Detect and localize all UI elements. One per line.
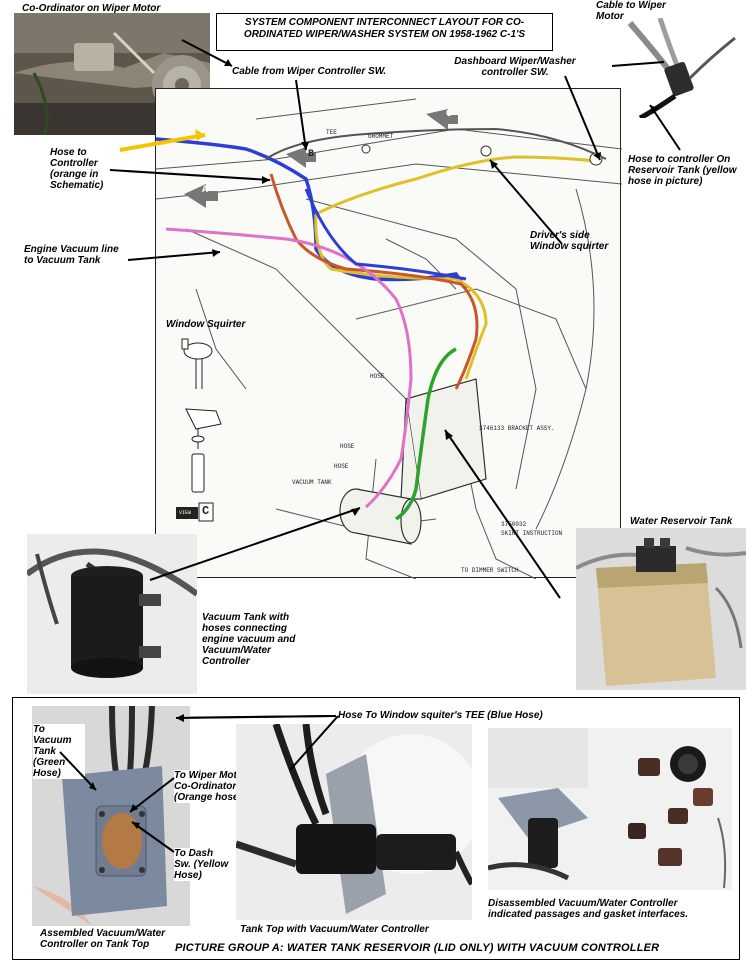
water-reservoir-photo xyxy=(576,528,746,690)
tank-top-label: Tank Top with Vacuum/Water Controller xyxy=(240,924,429,935)
view-c-label: VIEW xyxy=(179,510,192,516)
to-vacuum-tank-label: To Vacuum Tank (Green Hose) xyxy=(33,724,85,779)
dimmer-switch-label: TO DIMMER SWITCH xyxy=(461,567,519,574)
diagram-title: SYSTEM COMPONENT INTERCONNECT LAYOUT FOR… xyxy=(216,13,553,51)
callout-c: C xyxy=(446,109,453,120)
picture-group-caption: PICTURE GROUP A: WATER TANK RESERVOIR (L… xyxy=(175,942,660,954)
schematic-drawing: TEE GROMMET HOSE HOSE HOSE VACUUM TANK 3… xyxy=(155,88,623,580)
hose-to-controller-reservoir-label: Hose to controller On Reservoir Tank (ye… xyxy=(628,154,737,187)
cable-from-wiper-controller-label: Cable from Wiper Controller SW. xyxy=(232,66,387,77)
vacuum-tank-description: Vacuum Tank with hoses connecting engine… xyxy=(202,612,296,667)
cable-photo xyxy=(620,18,738,118)
hose-label-2: HOSE xyxy=(340,443,355,450)
callout-b: B xyxy=(308,149,315,160)
dashboard-switch-label: Dashboard Wiper/Washer controller SW. xyxy=(454,56,576,78)
assembled-controller-label: Assembled Vacuum/Water Controller on Tan… xyxy=(40,928,166,950)
cable-to-wiper-motor-label: Cable to Wiper Motor xyxy=(596,0,666,22)
hose-label-3: HOSE xyxy=(334,463,349,470)
window-squirter-label: Window Squirter xyxy=(166,319,246,330)
tank-top-photo xyxy=(236,724,472,920)
drivers-side-squirter-label: Driver's side Window squirter xyxy=(530,230,609,252)
grommet-label: GROMMET xyxy=(368,133,394,140)
view-c-letter: C xyxy=(202,504,210,518)
hose-to-tee-label: Hose To Window squiter's TEE (Blue Hose) xyxy=(338,710,543,721)
to-dash-sw-label: To Dash Sw. (Yellow Hose) xyxy=(174,848,230,881)
disassembled-controller-photo xyxy=(488,728,732,890)
vacuum-tank-schematic-label: VACUUM TANK xyxy=(292,479,332,486)
water-reservoir-label: Water Reservoir Tank xyxy=(630,516,733,527)
callout-a: A xyxy=(202,185,209,196)
hose-to-controller-label: Hose to Controller (orange in Schematic) xyxy=(50,147,104,191)
tee-label: TEE xyxy=(326,129,337,136)
engine-vacuum-line-label: Engine Vacuum line to Vacuum Tank xyxy=(24,244,119,266)
hose-label-1: HOSE xyxy=(370,373,385,380)
vacuum-tank-photo xyxy=(27,534,197,694)
skirt-instruction-label: SKIRT INSTRUCTION xyxy=(501,530,563,537)
part-number-label: 3750032 xyxy=(501,521,527,528)
picture-group-a xyxy=(12,697,740,960)
bracket-assy-label: 3746133 BRACKET ASSY. xyxy=(479,425,555,432)
coordinator-label: Co-Ordinator on Wiper Motor xyxy=(22,3,161,14)
disassembled-controller-label: Disassembled Vacuum/Water Controller ind… xyxy=(488,898,689,920)
